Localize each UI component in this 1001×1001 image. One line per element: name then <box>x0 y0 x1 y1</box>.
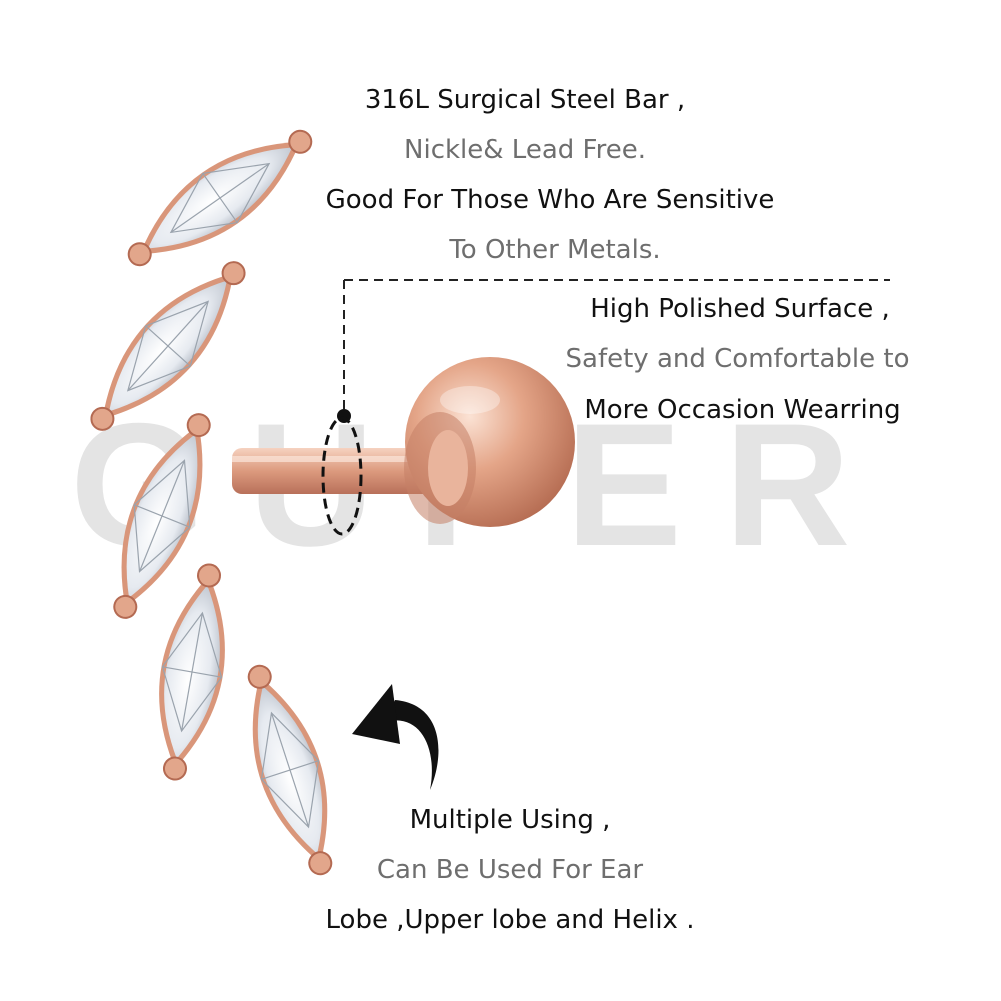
ball-end <box>404 357 575 527</box>
usage-line-3: Lobe ,Upper lobe and Helix . <box>325 905 695 935</box>
material-line-3: Good For Those Who Are Sensitive <box>325 185 775 215</box>
curved-arrow-icon <box>352 684 439 790</box>
material-line-2: Nickle& Lead Free. <box>404 135 646 165</box>
marquise-gem-3 <box>113 413 211 619</box>
surface-line-1: High Polished Surface , <box>590 294 890 324</box>
surface-line-2: Safety and Comfortable to <box>565 344 910 374</box>
marquise-gem-4 <box>159 563 225 781</box>
surface-line-3: More Occasion Wearring <box>584 395 901 425</box>
marquise-gem-1 <box>127 129 313 267</box>
marquise-gem-5 <box>247 664 333 876</box>
usage-line-1: Multiple Using , <box>409 805 611 835</box>
usage-line-2: Can Be Used For Ear <box>376 855 644 885</box>
material-line-1: 316L Surgical Steel Bar , <box>364 85 686 115</box>
material-line-4: To Other Metals. <box>449 235 661 265</box>
marquise-gem-2 <box>90 261 246 431</box>
dashed-ring-marker <box>321 416 363 536</box>
